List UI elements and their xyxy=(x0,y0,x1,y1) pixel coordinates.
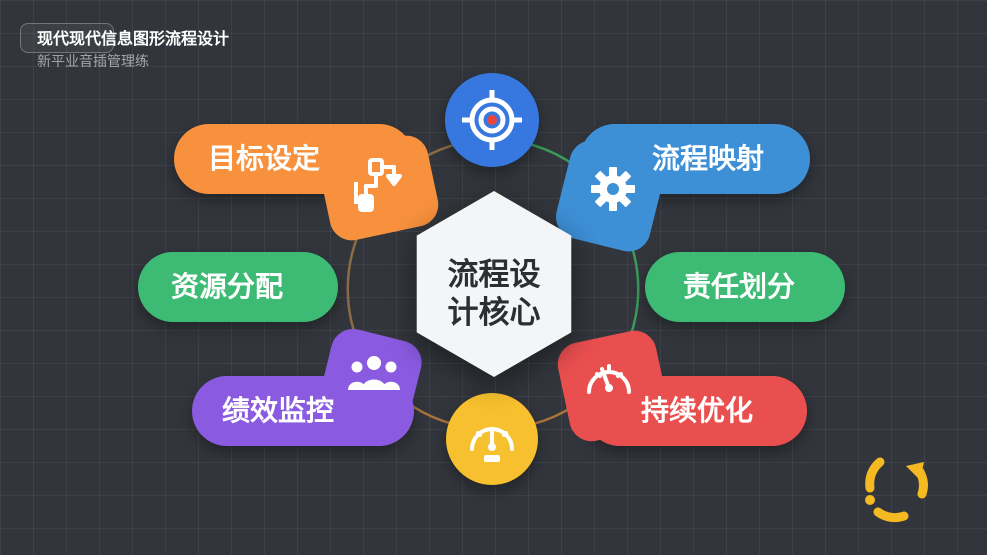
watermark-badge xyxy=(20,23,114,53)
flowchart-icon xyxy=(354,158,402,212)
gear-icon xyxy=(591,167,635,211)
target-icon xyxy=(462,90,522,150)
people-icon xyxy=(348,356,400,390)
node-goal-setting[interactable]: 目标设定 xyxy=(174,124,443,245)
node-goal-label: 目标设定 xyxy=(208,142,321,175)
refresh-cycle-icon[interactable] xyxy=(858,448,934,524)
node-process-mapping[interactable]: 流程映射 xyxy=(551,124,810,257)
circle-speedometer[interactable] xyxy=(446,393,538,485)
gauge-icon xyxy=(587,364,631,394)
speedometer-icon xyxy=(470,427,514,462)
node-monitor-label: 绩效监控 xyxy=(222,394,335,427)
node-optimize-label: 持续优化 xyxy=(641,394,754,427)
node-resource-label: 资源分配 xyxy=(171,270,284,303)
circle-target[interactable] xyxy=(445,73,539,167)
node-mapping-label: 流程映射 xyxy=(652,142,765,175)
node-responsibility-label: 责任划分 xyxy=(683,270,796,303)
center-title-line1: 流程设 xyxy=(447,257,541,293)
node-responsibility-division[interactable]: 责任划分 xyxy=(645,252,845,322)
node-performance-monitoring[interactable]: 绩效监控 xyxy=(192,324,427,446)
page-title: 现代现代信息图形流程设计 xyxy=(37,29,230,48)
center-title-line2: 计核心 xyxy=(447,295,541,331)
page-subtitle: 新平业音插管理练 xyxy=(37,54,149,70)
node-continuous-optimization[interactable]: 持续优化 xyxy=(553,326,807,446)
center-core-hexagon: 流程设 计核心 xyxy=(410,191,578,377)
node-resource-allocation[interactable]: 资源分配 xyxy=(138,252,338,322)
